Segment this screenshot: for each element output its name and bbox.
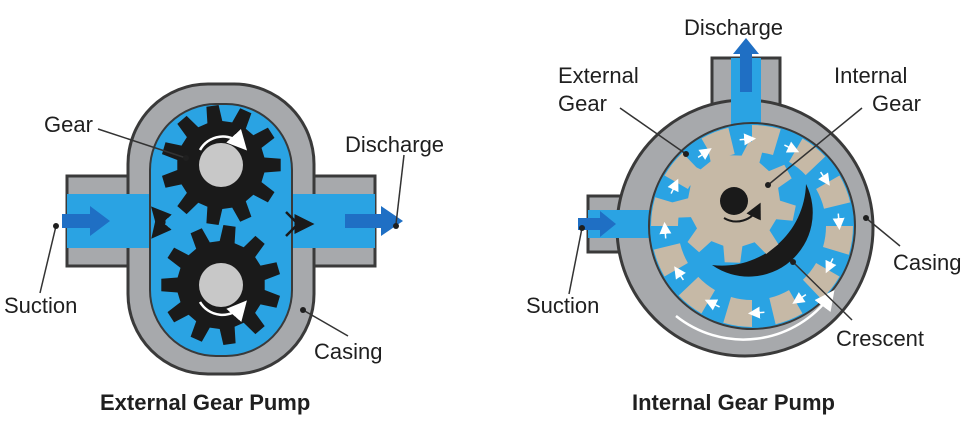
ext-label-suction: Suction: [4, 293, 77, 318]
ext-discharge-flow-arrow: [345, 206, 403, 236]
ext-top-hub: [199, 143, 243, 187]
int-casing-rotation-arrow: [675, 289, 835, 341]
int-discharge-flow-arrow: [733, 38, 759, 92]
int-pocket-arrow: [674, 266, 686, 281]
ext-caption: External Gear Pump: [100, 390, 310, 415]
int-pocket-arrow: [832, 213, 845, 231]
ext-bottom-hub: [199, 263, 243, 307]
int-gear-rotation-arrow: [723, 202, 761, 223]
int-pocket-arrow: [784, 141, 800, 153]
int-label-external-gear-1: External: [558, 63, 639, 88]
int-gear-hub: [720, 187, 748, 215]
int-pocket-arrow: [704, 299, 720, 311]
int-pocket-arrow: [659, 221, 672, 239]
int-ring-tooth: [769, 290, 803, 325]
ext-merge-arrows: [285, 211, 315, 237]
int-ring-tooth: [816, 175, 851, 209]
int-pocket-arrow: [825, 258, 837, 274]
int-label-internal-gear-2: Gear: [872, 91, 921, 116]
int-ring-tooth: [723, 297, 752, 327]
ext-top-rotation-arrow: [198, 129, 248, 151]
int-pocket-flow-arrows: [659, 133, 845, 319]
ext-label-casing: Casing: [314, 339, 382, 364]
int-pocket-arrow: [697, 148, 712, 160]
ext-bottom-rotation-arrow: [198, 300, 247, 322]
int-ring-tooth: [653, 243, 688, 277]
int-label-internal-gear-1: Internal: [834, 63, 907, 88]
ext-label-discharge: Discharge: [345, 132, 444, 157]
ext-split-arrows: [150, 206, 172, 239]
int-caption: Internal Gear Pump: [632, 390, 835, 415]
int-label-crescent: Crescent: [836, 326, 924, 351]
internal-gear-pump: Discharge External Gear Internal Gear Ca…: [526, 15, 961, 415]
int-pocket-arrow: [792, 292, 807, 304]
int-pocket-arrow: [667, 178, 679, 194]
external-gear-pump: Gear Discharge Suction Casing External G…: [4, 82, 444, 415]
ext-label-gear: Gear: [44, 112, 93, 137]
int-label-casing: Casing: [893, 250, 961, 275]
int-pocket-arrow: [739, 133, 757, 146]
ext-suction-flow-arrow: [62, 206, 110, 236]
int-ring-tooth: [823, 226, 853, 255]
int-crescent: [712, 184, 813, 277]
int-pocket-arrow: [747, 306, 765, 319]
int-label-suction: Suction: [526, 293, 599, 318]
int-label-external-gear-2: Gear: [558, 91, 607, 116]
int-label-discharge: Discharge: [684, 15, 783, 40]
int-pocket-arrow: [818, 171, 830, 186]
